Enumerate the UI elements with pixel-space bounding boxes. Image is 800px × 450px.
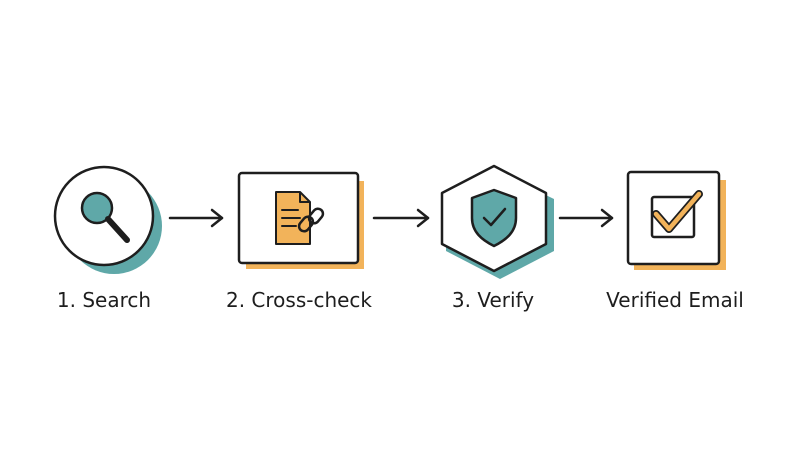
shield-check-icon [470, 188, 518, 248]
step-4-verified-email-node [626, 170, 726, 270]
document-link-icon [275, 191, 325, 245]
step-3-verify-node [440, 164, 554, 279]
arrow-3 [558, 208, 614, 228]
step-1-search-node [53, 165, 162, 274]
step-1-label: 1. Search [56, 288, 152, 312]
step-4-label: Verified Email [606, 288, 744, 312]
arrow-1 [168, 208, 224, 228]
step-3-label: 3. Verify [451, 288, 535, 312]
arrow-2 [372, 208, 430, 228]
step-2-cross-check-node [237, 171, 364, 269]
step-2-label: 2. Cross-check [225, 288, 373, 312]
magnifier-icon [80, 191, 130, 243]
checkbox-icon [650, 190, 703, 239]
